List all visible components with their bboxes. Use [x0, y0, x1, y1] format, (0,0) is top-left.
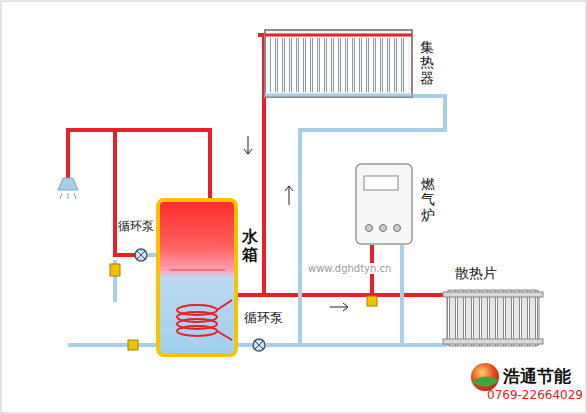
- node-label: 循环泵: [118, 218, 154, 235]
- pump: 循环泵: [134, 248, 148, 262]
- pipe: [266, 96, 445, 345]
- node-label: 散热片: [455, 265, 497, 283]
- faucet: [110, 264, 120, 276]
- pipe: [236, 343, 252, 347]
- gas-boiler: 燃气炉: [355, 163, 435, 245]
- valve: [367, 296, 377, 306]
- logo-mark: [471, 363, 499, 391]
- pump: 循环泵: [252, 338, 266, 352]
- shower-head: [58, 178, 78, 199]
- gas-boiler: [356, 164, 412, 244]
- pipe: [266, 245, 402, 345]
- brand-name: 浩通节能: [503, 365, 571, 388]
- pump-symbol: [135, 249, 265, 351]
- node-label: 燃气炉: [421, 177, 435, 223]
- fitting: [128, 340, 138, 350]
- pipes: [68, 35, 445, 345]
- pipe: [236, 35, 264, 295]
- radiator: [443, 290, 543, 346]
- node-label: 水箱: [242, 228, 258, 263]
- water-tank: 水箱: [158, 200, 236, 355]
- watermark: www.dghdtyn.cn: [306, 263, 393, 274]
- radiator: 散热片: [447, 288, 539, 346]
- water-tank: [158, 200, 236, 355]
- solar-collector: [265, 30, 412, 97]
- flow-arrows: [244, 136, 348, 311]
- node-label: 循环泵: [244, 309, 283, 327]
- collector: 集热器: [262, 28, 442, 100]
- node-label: 集热器: [420, 40, 434, 86]
- phone-number: 0769-22664029: [487, 388, 583, 402]
